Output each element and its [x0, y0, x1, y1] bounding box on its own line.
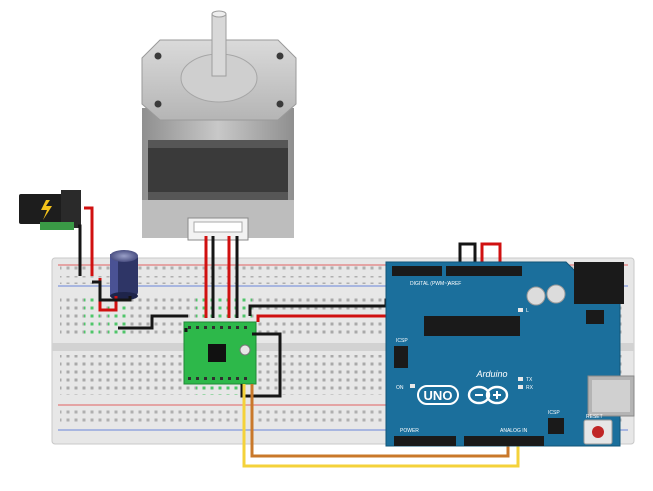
arduino-logo-icon — [467, 385, 509, 405]
board-model-label: UNO — [424, 388, 453, 403]
icsp2-label: ICSP — [396, 338, 408, 344]
digital-header-label: DIGITAL (PWM~) — [410, 281, 449, 287]
a4988-driver-icon — [183, 321, 257, 385]
electrolytic-capacitor-icon — [110, 250, 138, 300]
tx-led-label: TX — [526, 377, 533, 383]
rx-led-label: RX — [526, 385, 534, 391]
aref-label: AREF — [448, 281, 461, 287]
arduino-uno-icon: UNO Arduino DIGITAL (PWM~) POWER ANALOG … — [385, 261, 635, 447]
reset-label: RESET — [586, 414, 603, 420]
dc-barrel-jack-icon — [19, 190, 81, 230]
analog-header-label: ANALOG IN — [500, 428, 528, 434]
power-header-label: POWER — [400, 428, 419, 434]
board-brand-label: Arduino — [475, 369, 507, 379]
on-led-label: ON — [396, 385, 404, 391]
icsp-label: ICSP — [548, 410, 560, 416]
motor-leads — [204, 236, 239, 318]
l-led-label: L — [526, 308, 529, 314]
stepper-motor-icon — [141, 10, 297, 241]
